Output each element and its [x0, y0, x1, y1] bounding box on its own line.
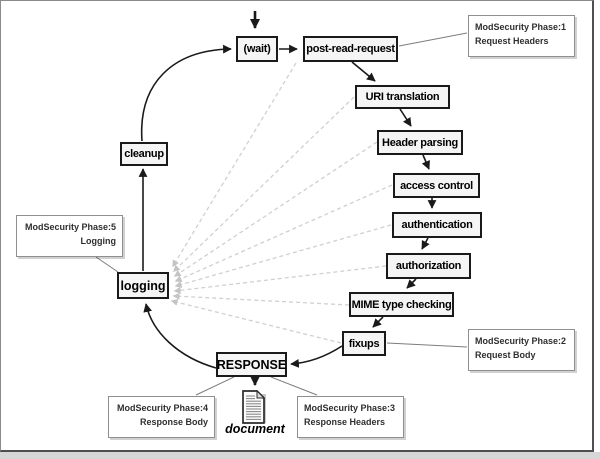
- node-post-read-request: post-read-request: [303, 36, 398, 62]
- document-icon: [242, 389, 266, 424]
- node-cleanup: cleanup: [120, 142, 168, 166]
- annotation-phase2-line2: Request Body: [475, 349, 536, 360]
- dashed-edge-authentication-to-logging: [174, 224, 392, 288]
- annotation-modsecurity-phase2: ModSecurity Phase:2 Request Body: [468, 329, 575, 371]
- node-header-parsing: Header parsing: [377, 130, 463, 155]
- node-wait: (wait): [236, 36, 278, 62]
- dashed-edge-fixups-to-logging: [170, 298, 342, 344]
- annotation-phase4-line2: Response Body: [139, 416, 208, 427]
- annotation-modsecurity-phase1: ModSecurity Phase:1 Request Headers: [468, 15, 575, 57]
- annotation-phase2-line1: ModSecurity Phase:2: [475, 336, 567, 346]
- annotation-phase5-line1: ModSecurity Phase:5: [24, 222, 116, 232]
- node-authorization: authorization: [386, 253, 471, 279]
- bottom-strip: [0, 452, 600, 459]
- dashed-edge-uri-translation-to-logging: [172, 96, 355, 272]
- edge-cleanup-to-wait: [140, 44, 232, 142]
- edge-authorization-to-mime-type-checking: [406, 278, 417, 289]
- connector-fixups-to-phase2: [386, 342, 468, 348]
- node-access-control: access control: [393, 173, 480, 198]
- node-response: RESPONSE: [216, 352, 287, 377]
- annotation-phase1-line2: Request Headers: [475, 35, 549, 46]
- edge-uri-translation-to-header-parsing: [399, 108, 412, 127]
- annotation-modsecurity-phase3: ModSecurity Phase:3 Response Headers: [297, 396, 404, 438]
- dashed-edge-mime-type-checking-to-logging: [172, 292, 350, 306]
- annotation-phase3-line1: ModSecurity Phase:3: [304, 403, 396, 413]
- node-uri-translation: URI translation: [355, 85, 450, 109]
- dashed-edge-access-control-to-logging: [174, 184, 393, 282]
- node-fixups: fixups: [342, 331, 386, 356]
- edge-mime-type-checking-to-fixups: [372, 316, 384, 328]
- edge-post-read-request-to-uri-translation: [351, 61, 376, 82]
- annotation-phase3-line2: Response Headers: [304, 416, 386, 427]
- dashed-edge-header-parsing-to-logging: [173, 141, 378, 277]
- annotation-phase4-line1: ModSecurity Phase:4: [116, 403, 208, 413]
- node-authentication: authentication: [392, 212, 482, 238]
- annotation-modsecurity-phase5: ModSecurity Phase:5 Logging: [16, 215, 123, 257]
- connector-phase4-to-response: [195, 376, 235, 396]
- edge-authentication-to-authorization: [421, 237, 430, 250]
- dashed-edge-authorization-to-logging: [173, 265, 387, 294]
- dashed-edge-post-read-request-to-logging: [172, 62, 297, 268]
- annotation-phase5-line2: Logging: [80, 235, 117, 246]
- node-mime-type-checking: MIME type checking: [349, 292, 454, 317]
- edge-fixups-to-response: [290, 345, 343, 368]
- connector-phase5-to-logging: [95, 256, 119, 273]
- node-logging: logging: [117, 272, 169, 299]
- edge-response-to-logging: [143, 303, 217, 369]
- annotation-modsecurity-phase4: ModSecurity Phase:4 Response Body: [108, 396, 215, 438]
- document-label: document: [225, 422, 285, 436]
- connector-post-read-request-to-phase1: [398, 32, 468, 47]
- edge-header-parsing-to-access-control: [421, 154, 430, 170]
- connector-phase3-to-response: [270, 376, 318, 396]
- annotation-phase1-line1: ModSecurity Phase:1: [475, 22, 567, 32]
